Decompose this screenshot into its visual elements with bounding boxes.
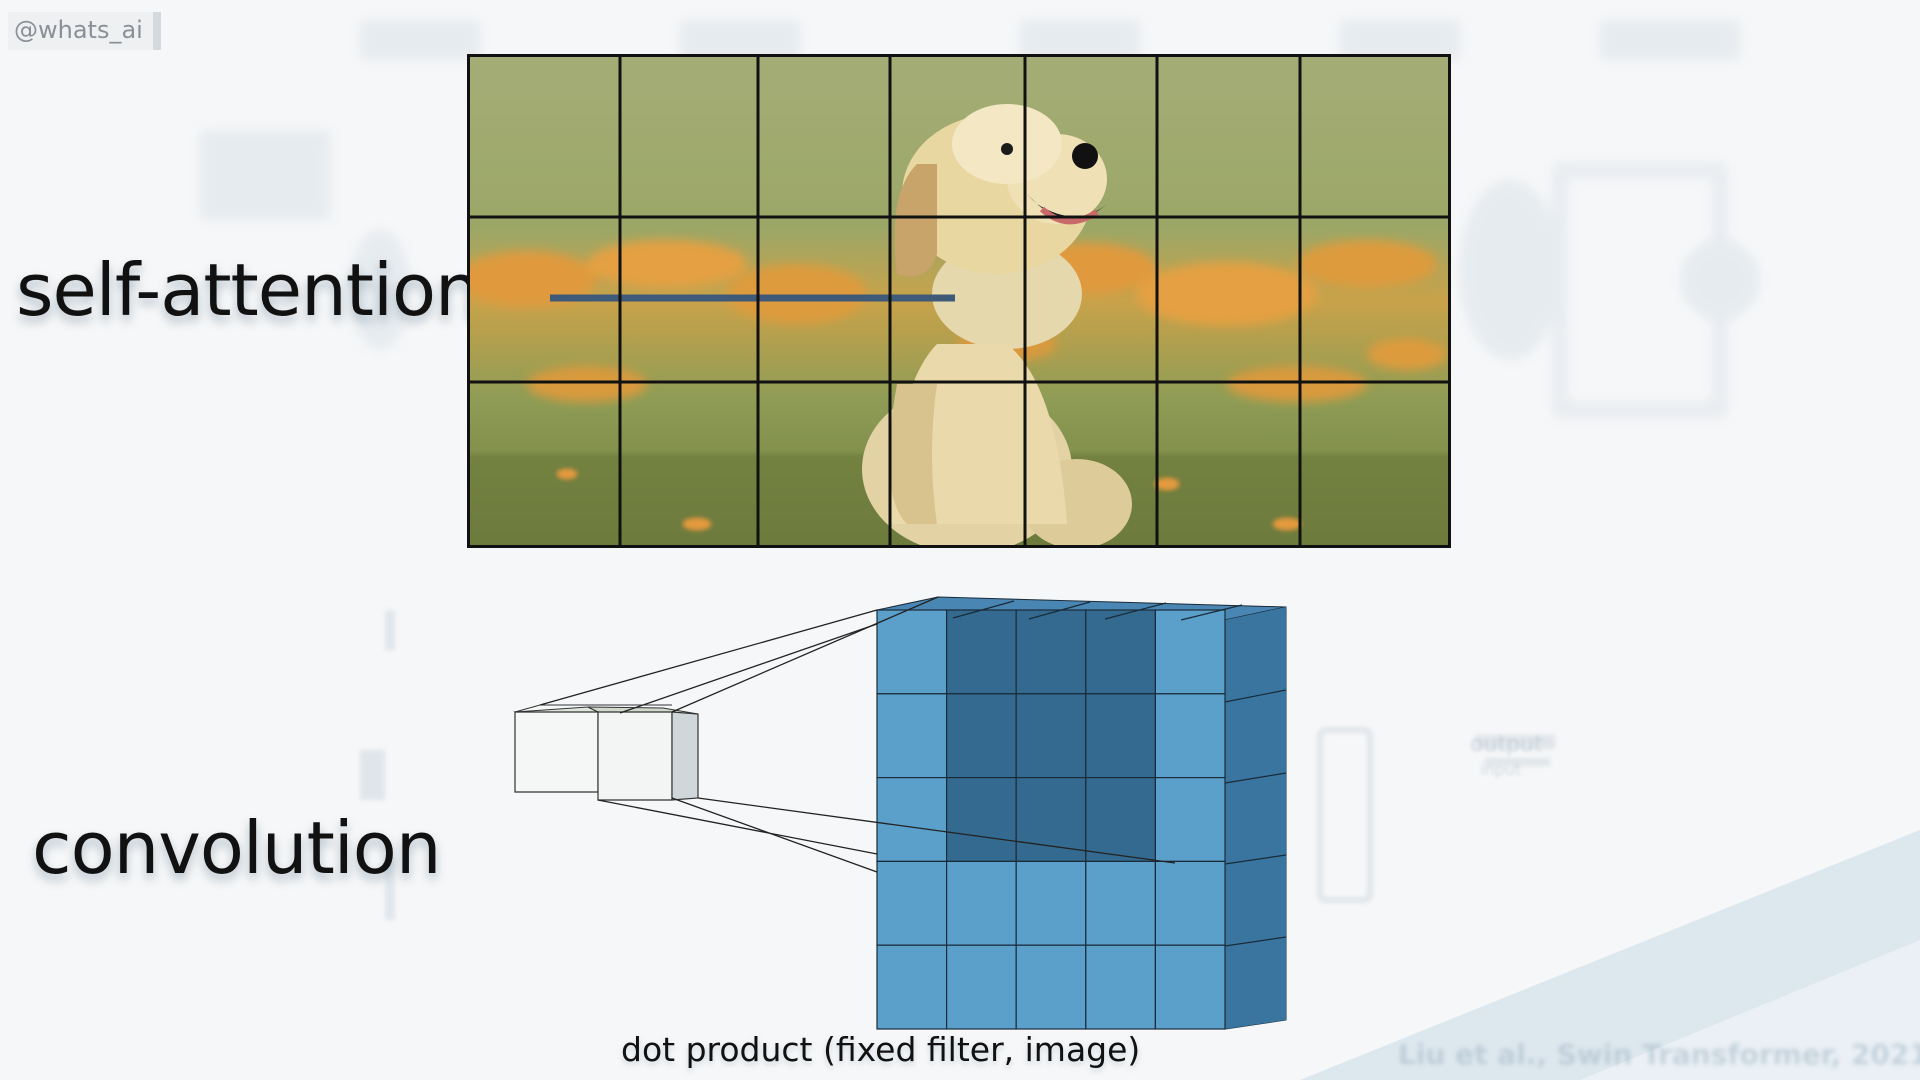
feature-map-cell: [1154, 693, 1226, 779]
feature-map-cell: [1154, 944, 1226, 1030]
side-grid: [1224, 689, 1287, 947]
feature-map-cell: [1154, 609, 1226, 695]
ghost-diagram: [200, 20, 1760, 417]
feature-map-cell: [876, 609, 948, 695]
receptive-field-cell: [1085, 609, 1156, 695]
feature-map-cell: [1085, 860, 1156, 946]
feature-map-front: [876, 609, 1226, 1030]
feature-map-block: [876, 596, 1287, 1030]
self-attention-label: self-attention: [16, 248, 481, 332]
receptive-field-cell: [1015, 777, 1087, 863]
ghost-module: [360, 610, 1555, 920]
filter-cell-right: [597, 711, 673, 801]
feature-map-cell: [876, 693, 948, 779]
feature-map-cell: [1154, 860, 1226, 946]
feature-map-cell: [946, 860, 1017, 946]
puppy: [862, 104, 1132, 548]
feature-map-cell: [876, 860, 948, 946]
receptive-field-cell: [1015, 693, 1087, 779]
feature-map-cell: [1085, 944, 1156, 1030]
filter-cell-left: [514, 711, 599, 793]
citation: Liu et al., Swin Transformer, 2021: [1398, 1038, 1920, 1071]
receptive-field-cell: [1085, 777, 1156, 863]
receptive-field-cell: [946, 777, 1017, 863]
feature-map-cell: [1015, 860, 1087, 946]
feature-map-cell: [1015, 944, 1087, 1030]
convolution-diagram: [513, 596, 1287, 1030]
feature-map-cell: [876, 944, 948, 1030]
receptive-field-cell: [1015, 609, 1087, 695]
accent-band: [1300, 830, 1920, 1080]
feature-map-cell: [876, 777, 948, 863]
image-grid-icon: [467, 54, 1451, 548]
receptive-field-cell: [946, 609, 1017, 695]
ghost-label-output: output: [1470, 732, 1543, 757]
receptive-field-cell: [1085, 693, 1156, 779]
ghost-label-input: input: [1480, 760, 1522, 779]
feature-map-cell: [1154, 777, 1226, 863]
convolution-label: convolution: [32, 806, 441, 890]
dot-product-caption: dot product (fixed filter, image): [621, 1030, 1141, 1069]
receptive-field-cell: [946, 693, 1017, 779]
author-handle: @whats_ai: [8, 12, 161, 50]
filter-cube-icon: [513, 704, 699, 801]
feature-map-cell: [946, 944, 1017, 1030]
projection-lines: [539, 596, 1176, 873]
patch-grid: [467, 54, 1451, 548]
